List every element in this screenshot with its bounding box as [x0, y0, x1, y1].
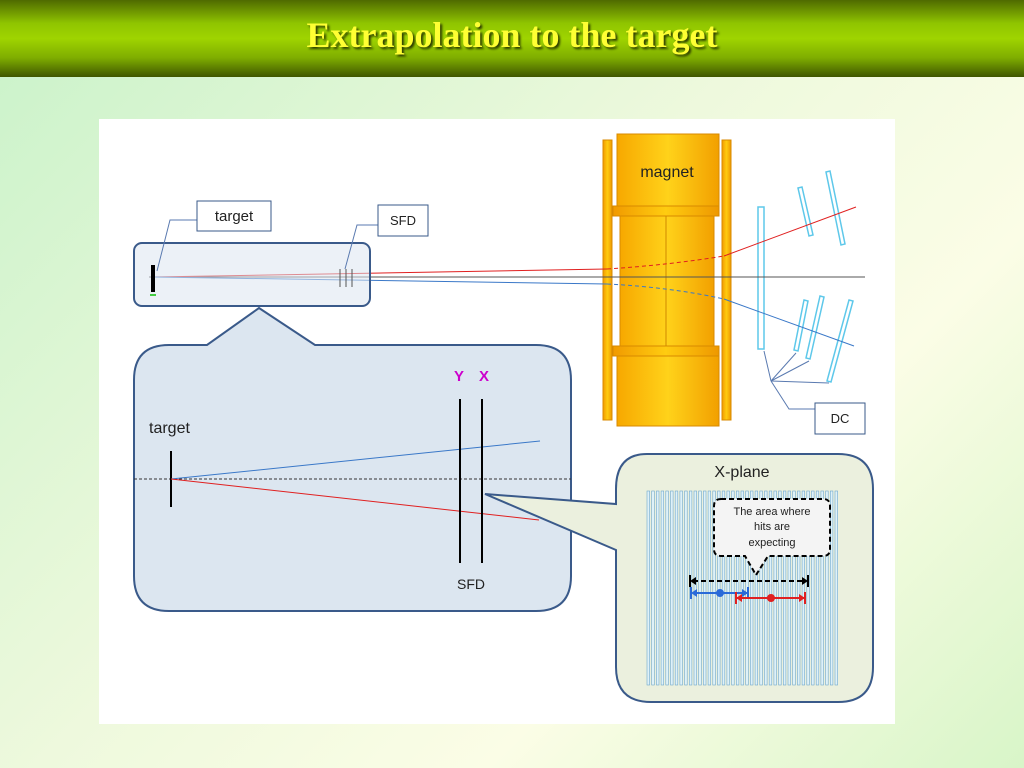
bubble-line-2: hits are — [754, 521, 790, 533]
dc-callout-box — [814, 402, 866, 435]
target-callout-label: target — [215, 208, 254, 225]
fiber-strip — [778, 490, 782, 686]
bubble-line-3: expecting — [748, 537, 795, 549]
fiber-strip — [670, 490, 674, 686]
sfd-callout-line — [344, 224, 378, 270]
magnet-label: magnet — [640, 164, 694, 181]
fiber-strip — [735, 490, 740, 686]
fiber-strip — [721, 490, 726, 686]
overview-box — [133, 242, 371, 307]
fiber-strip — [801, 490, 805, 686]
fiber-strip — [731, 490, 735, 686]
zoom-x-label: X — [479, 368, 489, 385]
dc-callout-lines — [763, 350, 830, 410]
fiber-strip — [834, 490, 838, 686]
sfd-marker — [339, 269, 353, 287]
fiber-strip — [703, 490, 707, 686]
sfd-callout-label: SFD — [390, 213, 416, 228]
xplane-fibers — [646, 490, 838, 686]
fiber-strip — [740, 490, 744, 686]
zoom-y-label: Y — [454, 368, 464, 385]
blue-track-dashed — [606, 283, 725, 300]
zoom-blue-track — [170, 440, 541, 480]
fiber-strip — [712, 490, 716, 686]
title-bar: Extrapolation to the target — [0, 0, 1024, 77]
fiber-strip — [693, 490, 697, 686]
fiber-strip — [707, 490, 711, 686]
red-track-dashed — [606, 255, 725, 270]
diagram-svg: magnet target SFD DC — [133, 133, 874, 703]
fiber-strip — [768, 490, 773, 686]
fiber-strip — [764, 490, 768, 686]
fiber-strip — [679, 490, 683, 686]
zoom-sfd-label: SFD — [457, 576, 485, 592]
fiber-strip — [806, 490, 810, 686]
fiber-strip — [750, 490, 754, 686]
fiber-strip — [726, 490, 730, 686]
bubble-line-1: The area where — [733, 506, 810, 518]
fiber-strip — [656, 490, 660, 686]
red-hit-range — [735, 592, 806, 604]
fiber-strip — [782, 490, 787, 686]
fiber-strip — [787, 490, 791, 686]
zoom-box — [133, 306, 572, 612]
fiber-strip — [660, 490, 664, 686]
fiber-strip — [797, 490, 801, 686]
magnet — [602, 133, 732, 427]
target-callout-box — [196, 200, 272, 232]
sfd-callout-box — [377, 204, 429, 237]
fiber-strip — [773, 490, 777, 686]
red-track-out — [723, 206, 857, 257]
blue-track-out — [723, 298, 855, 347]
dc-callout-label: DC — [831, 411, 850, 426]
fiber-strip — [825, 490, 829, 686]
diagram-panel: magnet target SFD DC — [99, 119, 895, 724]
fiber-strip — [820, 490, 824, 686]
page-title: Extrapolation to the target — [306, 15, 718, 55]
fiber-strip — [684, 490, 688, 686]
fiber-strip — [754, 490, 758, 686]
xplane-title: X-plane — [714, 464, 769, 481]
fiber-strip — [792, 490, 796, 686]
hit-area-bubble — [713, 498, 831, 577]
fiber-strip — [698, 490, 702, 686]
expected-range-bar — [689, 575, 809, 587]
target-callout-line — [156, 219, 197, 272]
zoom-red-track — [170, 478, 540, 521]
fiber-strip — [811, 490, 815, 686]
fiber-strip — [651, 490, 655, 686]
fiber-strip — [829, 490, 834, 686]
fiber-strip — [759, 490, 763, 686]
zoom-target-label: target — [149, 420, 190, 437]
fiber-strip — [717, 490, 721, 686]
fiber-strip — [815, 490, 820, 686]
fiber-strip — [646, 490, 650, 686]
fiber-strip — [665, 490, 669, 686]
fiber-strip — [674, 490, 679, 686]
